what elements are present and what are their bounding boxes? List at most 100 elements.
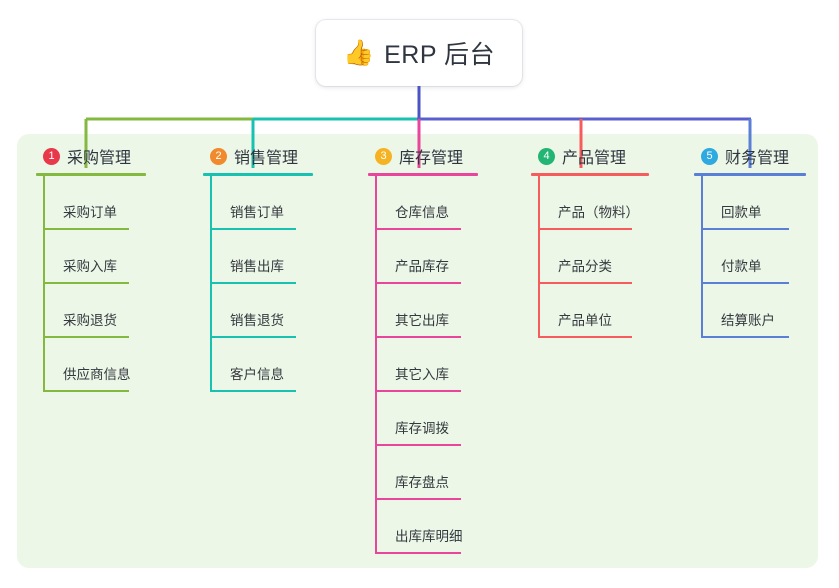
leaf-label: 仓库信息 xyxy=(395,205,449,220)
leaf-node[interactable]: 付款单 xyxy=(694,230,824,284)
leaf-label: 回款单 xyxy=(721,205,762,220)
leaf-rule xyxy=(701,336,789,338)
leaf-node[interactable]: 产品单位 xyxy=(531,284,671,338)
diagram-background-panel xyxy=(17,134,818,568)
leaf-label: 客户信息 xyxy=(230,367,284,382)
leaf-label: 产品单位 xyxy=(558,313,612,328)
leaf-rule xyxy=(210,282,296,284)
leaf-node[interactable]: 产品库存 xyxy=(368,230,498,284)
leaf-label: 库存调拨 xyxy=(395,421,449,436)
leaf-label: 产品库存 xyxy=(395,259,449,274)
leaf-rule xyxy=(210,390,296,392)
leaf-node[interactable]: 回款单 xyxy=(694,176,824,230)
root-node-content: 👍 ERP 后台 xyxy=(343,35,495,71)
leaf-node[interactable]: 其它入库 xyxy=(368,338,498,392)
leaf-label: 销售退货 xyxy=(230,313,284,328)
leaf-rule xyxy=(210,336,296,338)
column-rule-5 xyxy=(694,173,806,176)
leaf-node[interactable]: 销售订单 xyxy=(203,176,333,230)
column-spine-4 xyxy=(538,176,540,338)
column-采购管理: 1 采购管理采购订单采购入库采购退货供应商信息 xyxy=(36,143,184,392)
leaf-label: 供应商信息 xyxy=(63,367,131,382)
leaf-label: 付款单 xyxy=(721,259,762,274)
leaf-node[interactable]: 客户信息 xyxy=(203,338,333,392)
leaf-rule xyxy=(210,228,296,230)
column-rule-4 xyxy=(531,173,649,176)
column-title-3: 库存管理 xyxy=(399,150,464,167)
column-spine-3 xyxy=(375,176,377,554)
root-node-label: ERP 后台 xyxy=(384,41,496,69)
leaf-rule xyxy=(375,390,461,392)
leaf-node[interactable]: 采购入库 xyxy=(36,230,184,284)
column-spine-1 xyxy=(43,176,45,392)
leaf-rule xyxy=(43,228,129,230)
column-body-4: 产品（物料） 产品分类产品单位 xyxy=(531,176,671,338)
leaf-node[interactable]: 产品（物料） xyxy=(531,176,671,230)
leaf-rule xyxy=(375,282,461,284)
leaf-rule xyxy=(538,282,632,284)
leaf-node[interactable]: 供应商信息 xyxy=(36,338,184,392)
leaf-label: 采购退货 xyxy=(63,313,117,328)
column-spine-2 xyxy=(210,176,212,392)
leaf-rule xyxy=(701,228,789,230)
column-销售管理: 2 销售管理销售订单销售出库销售退货客户信息 xyxy=(203,143,333,392)
leaf-label: 其它出库 xyxy=(395,313,449,328)
leaf-rule xyxy=(43,282,129,284)
leaf-label: 库存盘点 xyxy=(395,475,449,490)
root-node[interactable]: 👍 ERP 后台 xyxy=(316,20,522,86)
leaf-node[interactable]: 销售出库 xyxy=(203,230,333,284)
column-body-1: 采购订单采购入库采购退货供应商信息 xyxy=(36,176,184,392)
leaf-label: 销售出库 xyxy=(230,259,284,274)
column-badge-4: 4 xyxy=(538,147,555,165)
leaf-rule xyxy=(43,336,129,338)
leaf-node[interactable]: 采购订单 xyxy=(36,176,184,230)
leaf-node[interactable]: 仓库信息 xyxy=(368,176,498,230)
column-body-5: 回款单付款单结算账户 xyxy=(694,176,824,338)
column-rule-2 xyxy=(203,173,313,176)
column-badge-1: 1 xyxy=(43,147,60,165)
leaf-label: 结算账户 xyxy=(721,313,775,328)
column-header-2[interactable]: 2 销售管理 xyxy=(203,143,333,169)
column-title-4: 产品管理 xyxy=(562,150,627,167)
leaf-rule xyxy=(538,228,632,230)
leaf-rule xyxy=(375,228,461,230)
leaf-rule xyxy=(375,552,461,554)
leaf-node[interactable]: 产品分类 xyxy=(531,230,671,284)
leaf-node[interactable]: 结算账户 xyxy=(694,284,824,338)
leaf-node[interactable]: 销售退货 xyxy=(203,284,333,338)
column-title-1: 采购管理 xyxy=(67,150,132,167)
leaf-label: 采购入库 xyxy=(63,259,117,274)
column-财务管理: 5 财务管理回款单付款单结算账户 xyxy=(694,143,824,338)
leaf-label: 销售订单 xyxy=(230,205,284,220)
column-header-5[interactable]: 5 财务管理 xyxy=(694,143,824,169)
column-header-4[interactable]: 4 产品管理 xyxy=(531,143,671,169)
leaf-node[interactable]: 出库库明细 xyxy=(368,500,498,554)
leaf-rule xyxy=(375,336,461,338)
leaf-label: 产品分类 xyxy=(558,259,612,274)
column-产品管理: 4 产品管理产品（物料） 产品分类产品单位 xyxy=(531,143,671,338)
column-title-5: 财务管理 xyxy=(725,150,790,167)
leaf-rule xyxy=(538,336,632,338)
column-rule-3 xyxy=(368,173,478,176)
thumbs-up-icon: 👍 xyxy=(342,38,375,67)
leaf-rule xyxy=(701,282,789,284)
leaf-node[interactable]: 其它出库 xyxy=(368,284,498,338)
leaf-rule xyxy=(375,498,461,500)
leaf-rule xyxy=(43,390,129,392)
leaf-rule xyxy=(375,444,461,446)
column-badge-5: 5 xyxy=(701,147,718,165)
leaf-label: 产品（物料） xyxy=(558,205,639,220)
leaf-node[interactable]: 库存调拨 xyxy=(368,392,498,446)
column-badge-2: 2 xyxy=(210,147,227,165)
column-header-1[interactable]: 1 采购管理 xyxy=(36,143,184,169)
leaf-label: 出库库明细 xyxy=(395,529,463,544)
column-title-2: 销售管理 xyxy=(234,150,299,167)
leaf-node[interactable]: 采购退货 xyxy=(36,284,184,338)
column-body-2: 销售订单销售出库销售退货客户信息 xyxy=(203,176,333,392)
leaf-label: 采购订单 xyxy=(63,205,117,220)
leaf-node[interactable]: 库存盘点 xyxy=(368,446,498,500)
column-spine-5 xyxy=(701,176,703,338)
